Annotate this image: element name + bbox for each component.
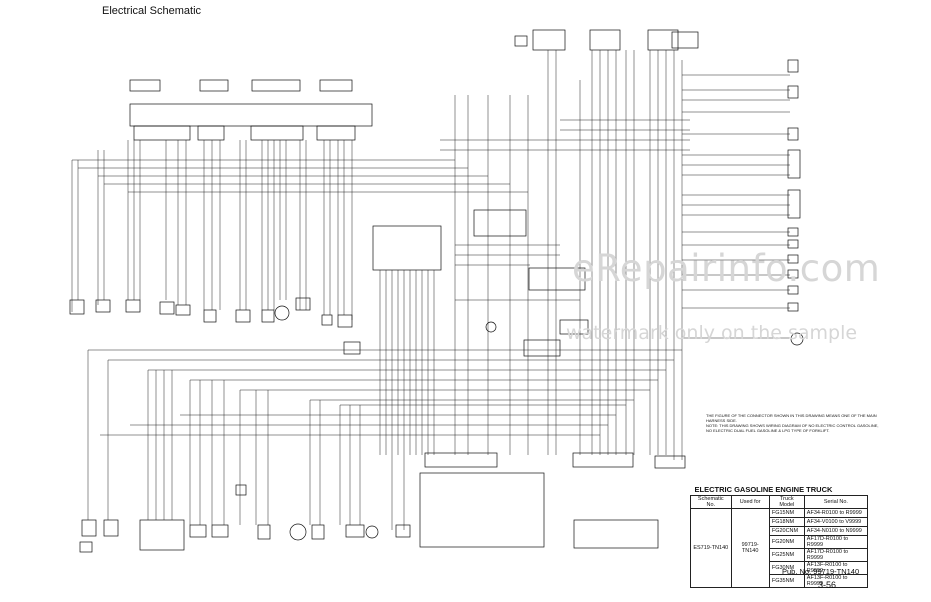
header-used-for: Used for bbox=[730, 495, 770, 509]
header-serial-no: Serial No. bbox=[803, 495, 869, 509]
table-row: ES719-TN140 99719-TN140 FG15NM AF34-R010… bbox=[690, 508, 869, 588]
header-truck-model: Truck Model bbox=[768, 495, 805, 509]
note-line: NOTE: THIS DRAWING SHOWS WIRING DIAGRAM … bbox=[706, 423, 879, 428]
serial-range: AF17D-R0100 to R9999 bbox=[803, 548, 869, 562]
truck-info-table: ELECTRIC GASOLINE ENGINE TRUCK Schematic… bbox=[690, 483, 869, 588]
page-number: 3-56 bbox=[818, 580, 837, 590]
table-title: ELECTRIC GASOLINE ENGINE TRUCK bbox=[694, 484, 833, 494]
truck-model: FG15NM bbox=[768, 508, 805, 518]
publication-number: Pub. No. 99719-TN140 bbox=[782, 567, 860, 576]
serial-range: AF34-R0100 to R9999 bbox=[803, 508, 869, 518]
truck-model: FG20NM bbox=[768, 535, 805, 549]
serial-range: AF13F-R0100 to R9999 bbox=[803, 574, 869, 588]
schematic-notes: THE FIGURE OF THE CONNECTOR SHOWN IN THI… bbox=[706, 413, 906, 433]
truck-model: FG35NM bbox=[768, 574, 805, 588]
truck-model: FG18NM bbox=[768, 517, 805, 527]
serial-range: AF17D-R0100 to R9999 bbox=[803, 535, 869, 549]
header-schematic-no: Schematic No. bbox=[690, 495, 732, 509]
note-line: NO ELECTRIC DUAL FUEL GASOLINE & LPG TYP… bbox=[706, 428, 830, 433]
used-for-value: 99719-TN140 bbox=[730, 508, 770, 588]
serial-range: AF34-V0100 to V9999 bbox=[803, 517, 869, 527]
page-title: Electrical Schematic bbox=[102, 5, 202, 17]
truck-model: FG25NM bbox=[768, 548, 805, 562]
serial-range: AF34-N0100 to N9999 bbox=[803, 526, 869, 536]
schematic-number: ES719-TN140 bbox=[690, 508, 732, 588]
truck-model: FG20CNM bbox=[768, 526, 805, 536]
note-line: HARNESS SIDE. bbox=[706, 418, 737, 423]
note-line: THE FIGURE OF THE CONNECTOR SHOWN IN THI… bbox=[706, 413, 877, 418]
